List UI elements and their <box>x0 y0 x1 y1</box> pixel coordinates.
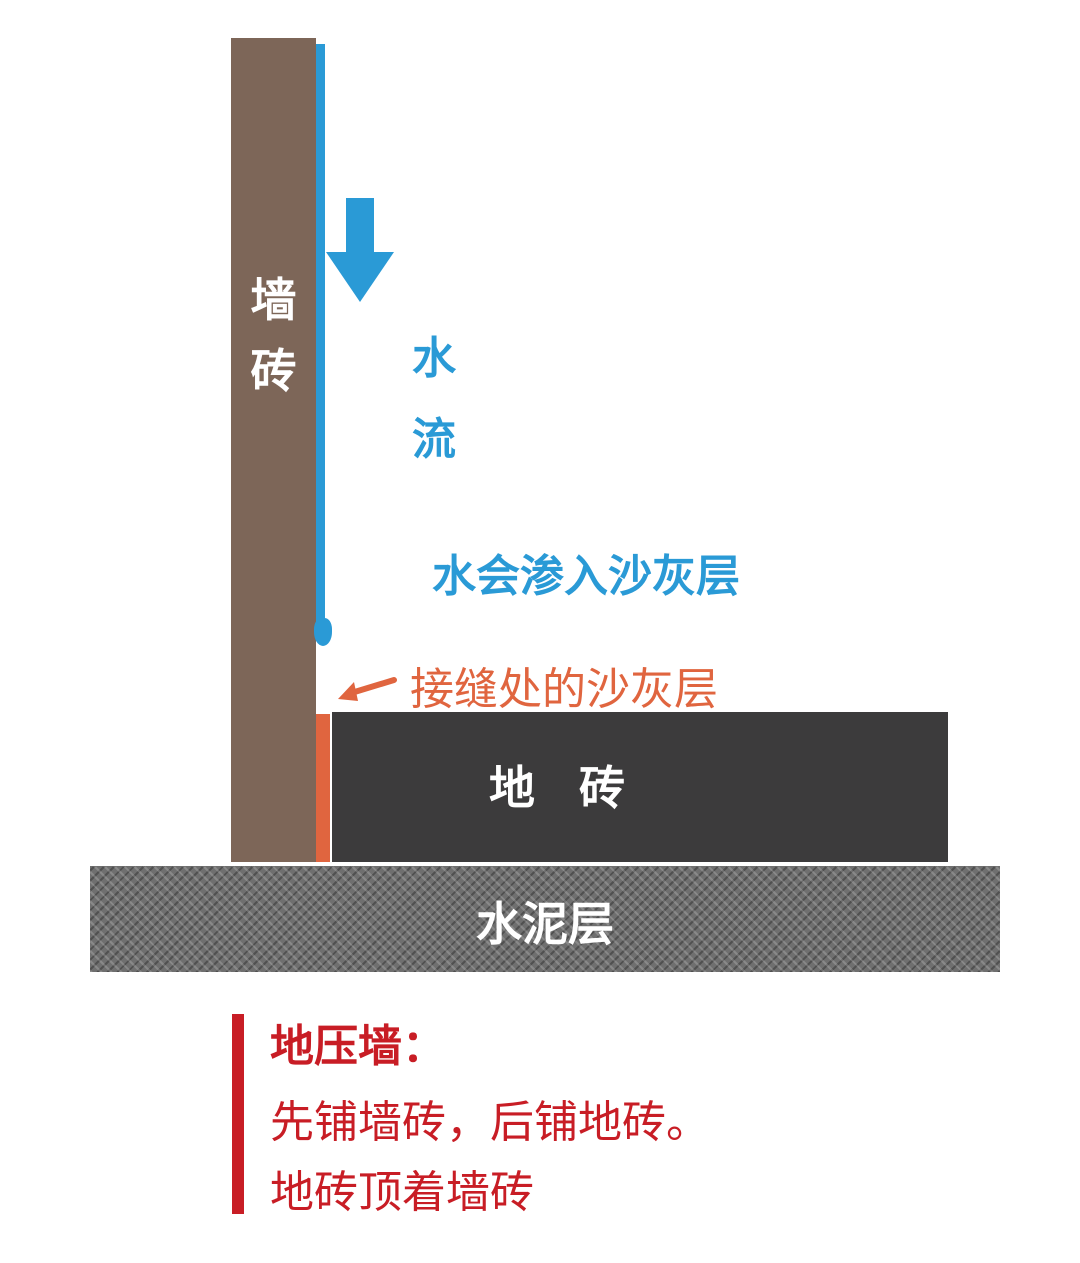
wall-tile-label-char: 砖 <box>250 344 297 399</box>
note-accent-bar <box>232 1014 244 1214</box>
cement-layer <box>90 866 1000 972</box>
floor-tile-label: 地 砖 <box>488 761 639 815</box>
wall-tile-label: 墙 砖 <box>231 265 316 408</box>
cement-layer-label: 水泥层 <box>476 897 614 951</box>
left-arrow-icon <box>338 677 397 701</box>
grout-joint <box>316 714 330 862</box>
wall-tile <box>231 38 316 862</box>
wall-tile-label-char: 墙 <box>250 273 297 327</box>
note-title: 地压墙： <box>270 1021 446 1072</box>
water-flow-label: 水 流 <box>412 318 472 481</box>
joint-label: 接缝处的沙灰层 <box>410 664 718 715</box>
water-flow-label-char: 水 <box>412 333 456 384</box>
note-line: 地砖顶着墙砖 <box>270 1167 534 1218</box>
seep-label: 水会渗入沙灰层 <box>432 551 740 602</box>
floor-tile <box>332 712 948 862</box>
down-arrow-icon <box>326 198 394 302</box>
water-drop <box>314 618 332 646</box>
water-film <box>316 44 325 640</box>
note-line: 先铺墙砖，后铺地砖。 <box>270 1097 710 1148</box>
water-flow-label-char: 流 <box>412 414 456 466</box>
